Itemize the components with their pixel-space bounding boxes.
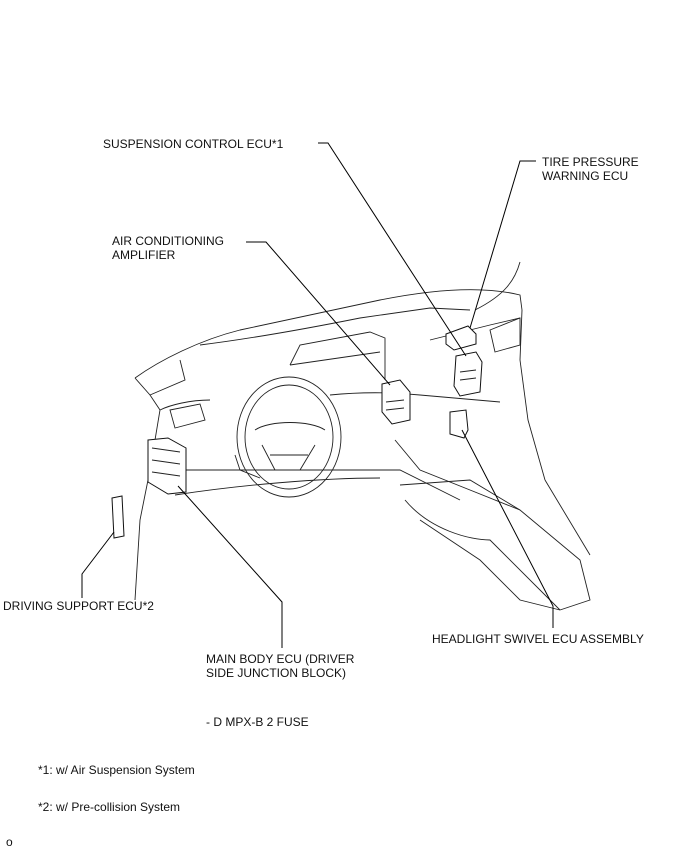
leader-lines [81, 142, 554, 648]
main-body-ecu-part [147, 437, 187, 495]
leader-tire-pressure-warning-ecu [469, 160, 536, 329]
label-air-conditioning-amplifier: AIR CONDITIONING AMPLIFIER [112, 234, 225, 262]
figure-code: o [6, 835, 13, 849]
leader-driving-support-ecu [81, 531, 115, 598]
leader-air-conditioning-amplifier [246, 241, 391, 386]
label-suspension-control-ecu: SUSPENSION CONTROL ECU*1 [103, 137, 284, 151]
suspension-control-ecu-part [453, 351, 483, 397]
footnote-2: *2: w/ Pre-collision System [38, 800, 181, 814]
label-fuse: - D MPX-B 2 FUSE [206, 715, 309, 729]
driving-support-ecu-part [111, 495, 125, 539]
leader-suspension-control-ecu [318, 142, 467, 357]
tire-pressure-warning-ecu-part [445, 325, 477, 351]
air-conditioning-amplifier-part [381, 379, 411, 425]
label-tire-pressure-warning-ecu: TIRE PRESSURE WARNING ECU [542, 155, 639, 183]
footnote-1: *1: w/ Air Suspension System [38, 763, 195, 777]
label-driving-support-ecu: DRIVING SUPPORT ECU*2 [3, 599, 154, 613]
dashboard-illustration [134, 261, 591, 611]
leader-headlight-swivel-ecu [461, 429, 554, 628]
headlight-swivel-ecu-part [449, 409, 469, 439]
label-main-body-ecu: MAIN BODY ECU (DRIVER SIDE JUNCTION BLOC… [206, 652, 355, 680]
label-headlight-swivel-ecu: HEADLIGHT SWIVEL ECU ASSEMBLY [432, 632, 644, 646]
leader-main-body-ecu [177, 485, 283, 648]
